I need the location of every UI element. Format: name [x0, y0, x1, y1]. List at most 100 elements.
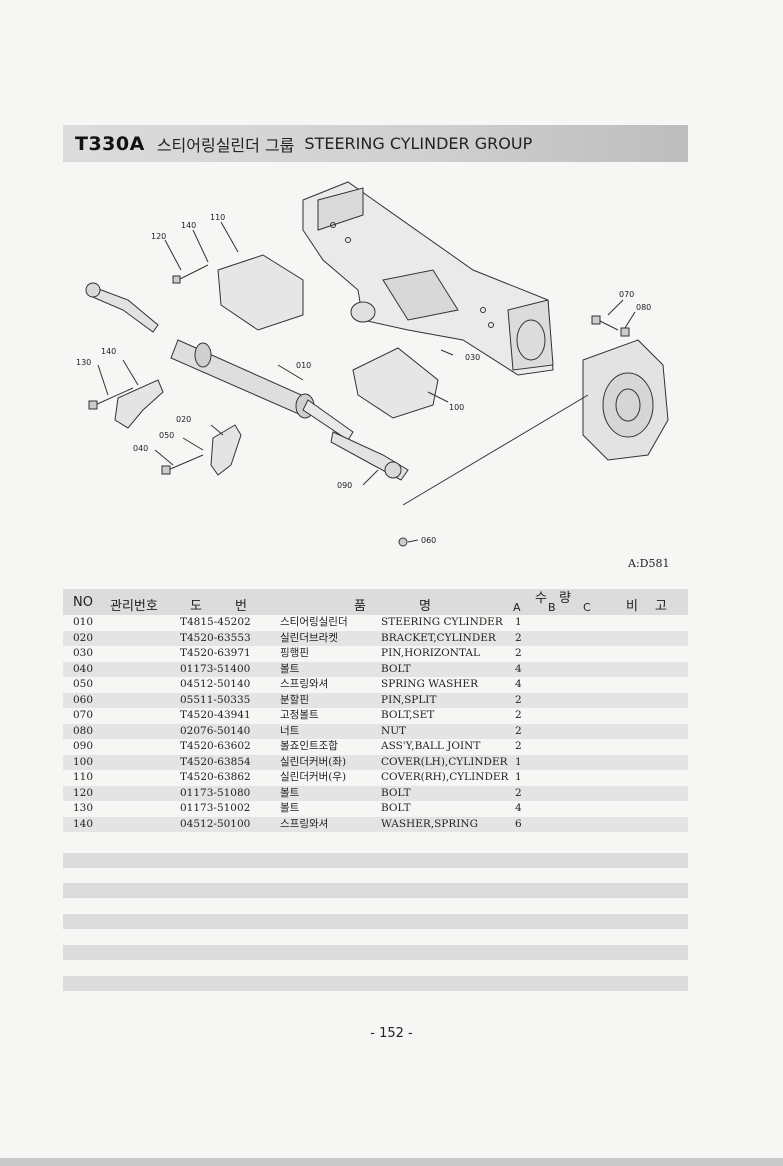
row-no: 120 — [73, 786, 94, 799]
callout-140-lower: 140 — [101, 347, 116, 356]
row-no: 060 — [73, 693, 94, 706]
row-part-number: T4520-63553 — [180, 631, 251, 644]
page-number: - 152 - — [370, 1026, 413, 1041]
blank-row-band — [63, 976, 688, 991]
scan-edge — [0, 1158, 783, 1166]
row-qty-a: 4 — [515, 678, 522, 690]
row-qty-a: 4 — [515, 662, 522, 675]
group-title-korean: 스티어링실린더 그룹 — [156, 135, 295, 155]
row-part-number: 02076-50140 — [180, 724, 251, 737]
callout-080: 080 — [636, 303, 651, 312]
nut-080 — [620, 327, 630, 337]
row-part-number: 04512-50100 — [180, 817, 251, 830]
row-name-korean: 실린더브라켓 — [280, 631, 338, 644]
row-no: 140 — [73, 817, 94, 830]
callout-100: 100 — [449, 403, 464, 412]
row-name-english: PIN,SPLIT — [381, 693, 437, 706]
row-no: 080 — [73, 724, 94, 737]
row-part-number: T4815-45202 — [180, 616, 251, 628]
row-qty-a: 4 — [515, 802, 522, 814]
blank-row-band — [63, 945, 688, 960]
row-qty-a: 2 — [515, 724, 522, 737]
row-part-number: T4520-63971 — [180, 647, 251, 659]
row-qty-a: 2 — [515, 709, 522, 721]
row-name-english: WASHER,SPRING — [381, 817, 478, 830]
header-remarks-2: 고 — [655, 599, 667, 614]
row-no: 100 — [73, 755, 94, 768]
row-no: 020 — [73, 631, 94, 644]
callout-050: 050 — [159, 431, 174, 440]
callout-140-upper: 140 — [181, 221, 196, 230]
exploded-parts-diagram: 110 140 120 070 080 140 130 030 010 100 … — [76, 181, 669, 547]
row-name-korean: 실린더커버(좌) — [280, 755, 347, 768]
row-qty-a: 1 — [515, 616, 522, 628]
row-name-english: BRACKET,CYLINDER — [381, 631, 496, 644]
callout-120: 120 — [151, 232, 166, 241]
row-name-english: ASS'Y,BALL JOINT — [381, 740, 481, 752]
callout-030: 030 — [465, 353, 480, 362]
row-qty-a: 1 — [515, 755, 522, 768]
row-name-korean: 스프링와셔 — [280, 678, 329, 690]
blank-row-band — [63, 853, 688, 868]
row-part-number: T4520-63602 — [180, 740, 251, 752]
final-drive-case — [582, 339, 669, 461]
table-row: 020 T4520-63553 실린더브라켓 BRACKET,CYLINDER 2 — [63, 630, 688, 646]
header-qty-c: C — [583, 601, 591, 614]
row-part-number: 05511-50335 — [180, 693, 251, 706]
blank-row-band — [63, 883, 688, 898]
row-name-english: COVER(LH),CYLINDER — [381, 755, 508, 768]
row-part-number: 04512-50140 — [180, 678, 251, 690]
row-name-english: PIN,HORIZONTAL — [381, 647, 480, 659]
group-code: T330A — [75, 132, 145, 155]
row-name-english: BOLT — [381, 786, 411, 799]
row-qty-a: 2 — [515, 631, 522, 644]
bolt-070 — [591, 315, 619, 331]
cylinder-bracket-upper — [114, 379, 164, 429]
row-part-number: T4520-43941 — [180, 709, 251, 721]
callout-070: 070 — [619, 290, 634, 299]
cylinder-cover-lh — [352, 347, 439, 419]
header-no: NO — [73, 595, 93, 610]
row-name-english: BOLT — [381, 802, 411, 814]
blank-row-band — [63, 914, 688, 929]
cylinder-bracket-lower — [210, 424, 242, 476]
bolt-040 — [161, 454, 204, 475]
row-no: 130 — [73, 802, 94, 814]
row-qty-a: 2 — [515, 786, 522, 799]
row-qty-a: 2 — [515, 740, 522, 752]
cylinder-cover-rh — [217, 254, 304, 331]
parts-table-header: NO 관리번호 도 번 품 명 수 량 A B C 비 고 — [63, 589, 688, 615]
group-title-english: STEERING CYLINDER GROUP — [304, 134, 533, 153]
steering-cylinder — [170, 339, 354, 441]
split-pin-060 — [398, 537, 408, 547]
header-remarks-1: 비 — [626, 599, 638, 614]
title-bar: T330A 스티어링실린더 그룹 STEERING CYLINDER GROUP — [63, 125, 688, 162]
row-name-english: BOLT — [381, 662, 411, 675]
row-name-korean: 스프링와셔 — [280, 817, 329, 830]
callout-090: 090 — [337, 481, 352, 490]
row-name-english: BOLT,SET — [381, 709, 435, 721]
callout-020: 020 — [176, 415, 191, 424]
table-row: 100 T4520-63854 실린더커버(좌) COVER(LH),CYLINDER… — [63, 754, 688, 770]
diagram-callouts: 110 140 120 070 080 140 130 030 010 100 … — [76, 213, 651, 545]
row-no: 090 — [73, 740, 94, 752]
row-no: 030 — [73, 647, 94, 659]
header-partname-1: 품 — [354, 599, 366, 614]
row-part-number: T4520-63854 — [180, 755, 251, 768]
row-no: 070 — [73, 709, 94, 721]
row-part-number: 01173-51002 — [180, 802, 251, 814]
row-no: 040 — [73, 662, 94, 675]
row-part-number: T4520-63862 — [180, 771, 251, 783]
row-name-korean: 볼트 — [280, 802, 300, 814]
header-qty-b: B — [548, 601, 556, 614]
row-no: 050 — [73, 678, 94, 690]
row-part-number: 01173-51400 — [180, 662, 251, 675]
row-name-english: STEERING CYLINDER — [381, 616, 503, 628]
